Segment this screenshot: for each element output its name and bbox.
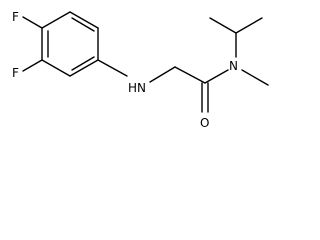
atom-nh: HN — [128, 81, 146, 95]
ring-bond-3-inner — [71, 56, 95, 71]
ring-bond-3 — [69, 59, 99, 77]
bond-ch2-carbonyl — [174, 66, 206, 84]
atom-f-top: F — [12, 10, 19, 24]
bond-isopropyl-methyl-left — [209, 17, 237, 34]
atom-f-left: F — [12, 66, 19, 80]
bond-nh-ch2 — [149, 66, 176, 83]
benzene-ring — [41, 11, 99, 77]
molecule-structure-drawing: F F HN O N — [12, 10, 269, 130]
bond-c3-f — [22, 59, 43, 72]
ring-bond-4 — [41, 59, 71, 77]
bond-n-methyl — [241, 69, 269, 86]
atom-o: O — [200, 116, 209, 130]
bond-c4-f — [22, 16, 43, 29]
ring-bond-6 — [41, 11, 71, 29]
atom-n-amide: N — [229, 59, 238, 73]
molecule-svg: F F HN O N — [12, 10, 269, 130]
ring-bond-1-inner — [71, 17, 95, 32]
bond-isopropyl-methyl-right — [235, 17, 263, 34]
ring-bond-1 — [69, 11, 99, 29]
bond-carbonyl-n — [204, 69, 229, 84]
bond-ring-nh — [97, 59, 128, 77]
